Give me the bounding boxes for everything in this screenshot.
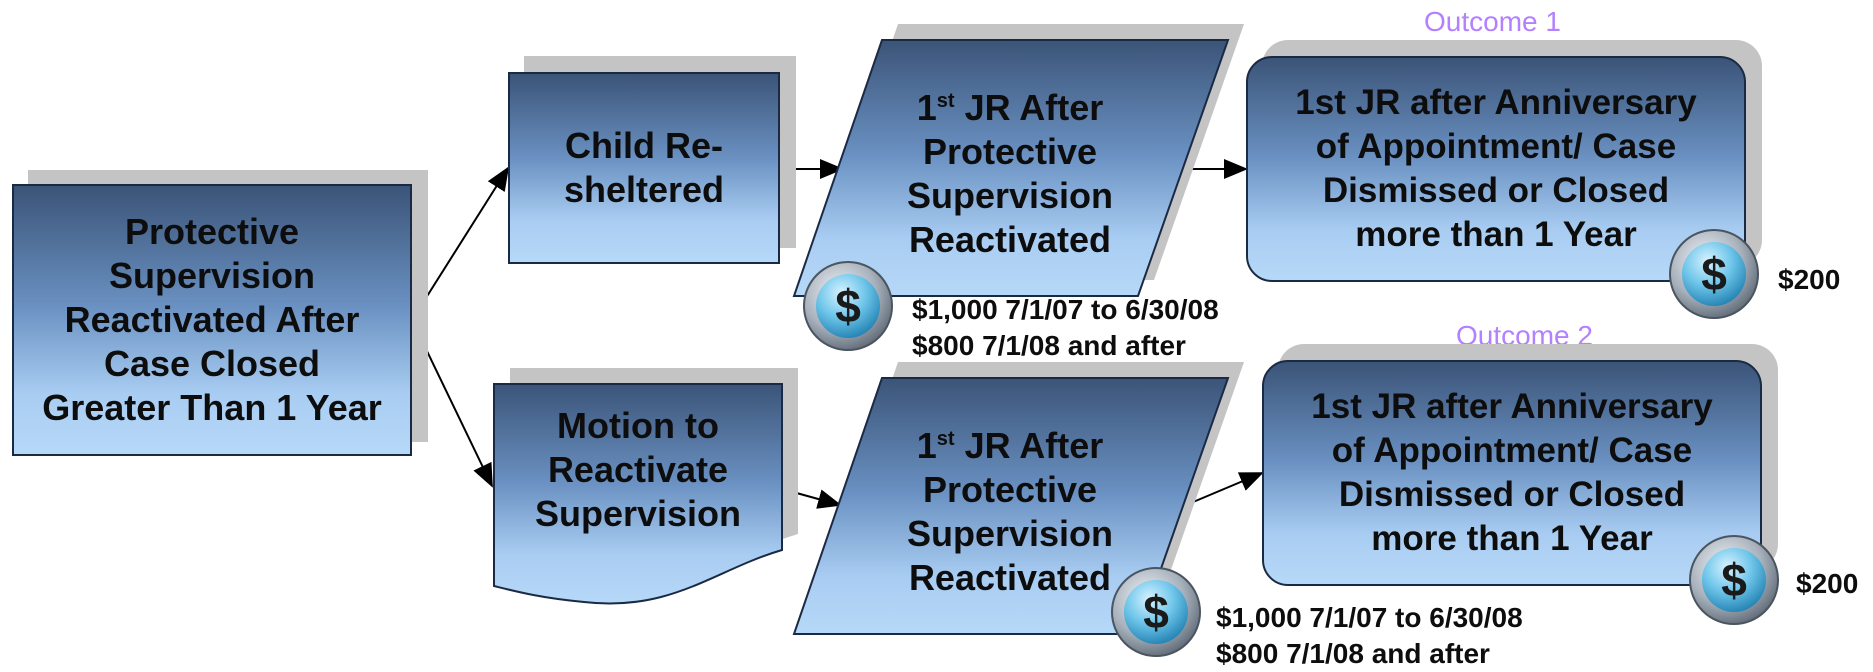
fee-jr-top: $1,000 7/1/07 to 6/30/08 $800 7/1/08 and… <box>912 294 1219 361</box>
coin-outcome2-icon: $ <box>1689 535 1779 625</box>
coin-jr-top-icon: $ <box>803 261 893 351</box>
jr-top-box[interactable] <box>792 39 1230 297</box>
outcome1-box[interactable]: 1st JR after Anniversary of Appointment/… <box>1246 56 1746 282</box>
motion-box[interactable] <box>493 383 783 605</box>
start-box-text: Protective Supervision Reactivated After… <box>42 211 382 428</box>
jr-bottom-text: 1st JR After Protective Supervision Reac… <box>860 420 1160 598</box>
outcome-1-label: Outcome 1 <box>1424 6 1561 37</box>
start-box[interactable]: Protective Supervision Reactivated After… <box>12 184 412 456</box>
outcome2-box[interactable]: 1st JR after Anniversary of Appointment/… <box>1262 360 1762 586</box>
coin-jr-bottom-symbol: $ <box>1143 586 1169 638</box>
jr-bottom-sup: st <box>936 427 955 450</box>
jr-bottom-rest: JR After Protective Supervision Reactiva… <box>906 424 1114 598</box>
arrow-start-to-resheltered <box>411 166 510 321</box>
outcome2-box-text: 1st JR after Anniversary of Appointment/… <box>1311 387 1713 558</box>
coin-outcome1-symbol: $ <box>1701 248 1727 300</box>
jr-top-sup: st <box>936 89 955 112</box>
jr-top-rest: JR After Protective Supervision Reactiva… <box>906 86 1114 260</box>
jr-bottom-label-wrap: 1st JR After Protective Supervision Reac… <box>860 420 1160 598</box>
jr-top-text: 1st JR After Protective Supervision Reac… <box>860 82 1160 260</box>
coin-jr-top-symbol: $ <box>835 280 861 332</box>
coin-outcome2-symbol: $ <box>1721 554 1747 606</box>
motion-box-label-wrap: Motion to Reactivate Supervision <box>494 392 782 548</box>
jr-bottom-prefix: 1 <box>916 424 937 466</box>
resheltered-box-text: Child Re- sheltered <box>563 125 725 210</box>
fee-outcome2: $200 <box>1796 568 1859 599</box>
arrow-jr-bottom-to-outcome2 <box>1185 472 1264 506</box>
motion-box-text: Motion to Reactivate Supervision <box>534 405 742 534</box>
resheltered-box[interactable]: Child Re- sheltered <box>508 72 780 264</box>
coin-jr-bottom-icon: $ <box>1111 567 1201 657</box>
outcome1-box-text: 1st JR after Anniversary of Appointment/… <box>1295 83 1697 254</box>
jr-top-label-wrap: 1st JR After Protective Supervision Reac… <box>860 82 1160 260</box>
fee-outcome1: $200 <box>1778 264 1841 295</box>
jr-top-prefix: 1 <box>916 86 937 128</box>
fee-jr-bottom: $1,000 7/1/07 to 6/30/08 $800 7/1/08 and… <box>1216 602 1523 669</box>
coin-outcome1-icon: $ <box>1669 229 1759 319</box>
